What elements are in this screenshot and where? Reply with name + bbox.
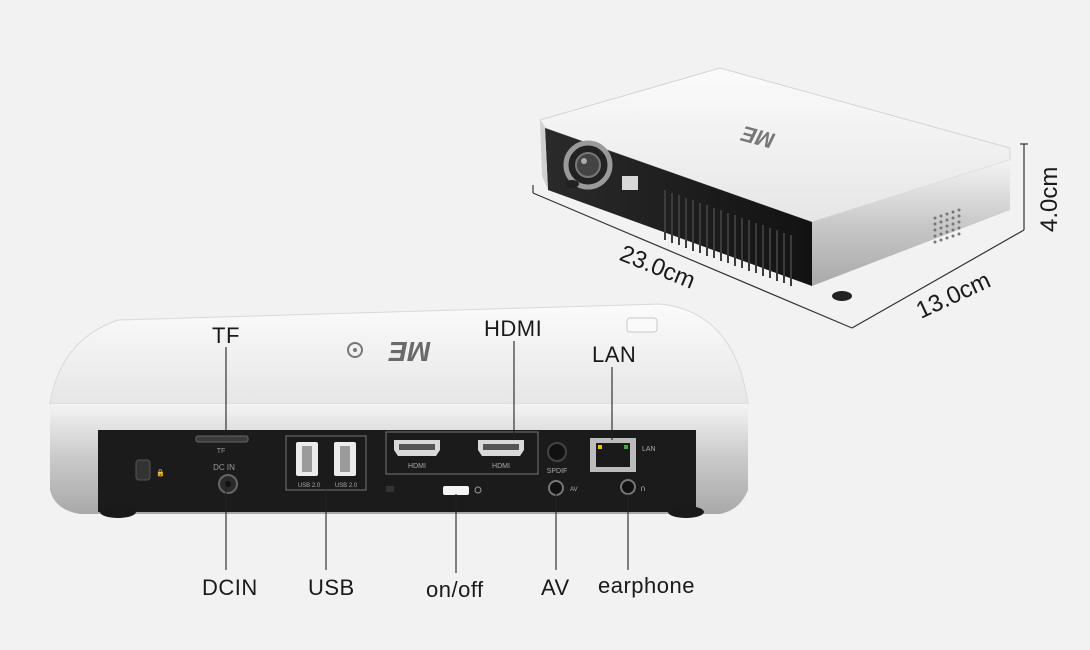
projector-side-view: ME bbox=[532, 67, 1028, 329]
usb-port-1 bbox=[296, 442, 318, 476]
callout-tf: TF bbox=[212, 323, 240, 348]
tf-marking: TF bbox=[217, 448, 226, 455]
lan-marking: LAN bbox=[642, 446, 656, 453]
callout-dcin: DCIN bbox=[202, 575, 258, 600]
callout-lan: LAN bbox=[592, 342, 637, 367]
hdmi-2-marking: HDMI bbox=[492, 463, 510, 470]
lan-port bbox=[590, 438, 636, 472]
lock-icon: 🔒 bbox=[156, 469, 165, 477]
headphone-icon: ∩ bbox=[640, 484, 646, 493]
logo-top-large: ME bbox=[347, 336, 431, 367]
hdmi-port-1 bbox=[394, 440, 440, 456]
callout-earphone: earphone bbox=[598, 573, 695, 598]
hdmi-1-marking: HDMI bbox=[408, 463, 426, 470]
logo-text-large: ME bbox=[388, 336, 431, 367]
tf-slot bbox=[195, 435, 249, 443]
av-marking: AV bbox=[570, 487, 578, 493]
usb-1-marking: USB 2.0 bbox=[298, 483, 321, 489]
speaker-grille-icon bbox=[933, 208, 961, 244]
callout-hdmi: HDMI bbox=[484, 316, 543, 341]
usb-port-2 bbox=[334, 442, 356, 476]
hdmi-port-2 bbox=[478, 440, 524, 456]
projector-rear-view: ME 🔒 TF DC IN USB 2.0 USB 2.0 bbox=[49, 303, 749, 573]
power-led bbox=[386, 486, 394, 492]
power-icon bbox=[474, 486, 482, 494]
usb-2-marking: USB 2.0 bbox=[335, 483, 358, 489]
power-switch bbox=[443, 486, 469, 495]
dimension-height: 4.0cm bbox=[1036, 166, 1063, 232]
spdif-port bbox=[547, 442, 567, 462]
spdif-marking: SPDIF bbox=[547, 468, 568, 475]
dcin-marking: DC IN bbox=[213, 463, 235, 472]
av-jack bbox=[548, 480, 564, 496]
callout-onoff: on/off bbox=[426, 577, 484, 602]
lock-slot bbox=[135, 459, 151, 481]
callout-usb: USB bbox=[308, 575, 355, 600]
earphone-jack bbox=[620, 479, 636, 495]
callout-av: AV bbox=[541, 575, 570, 600]
